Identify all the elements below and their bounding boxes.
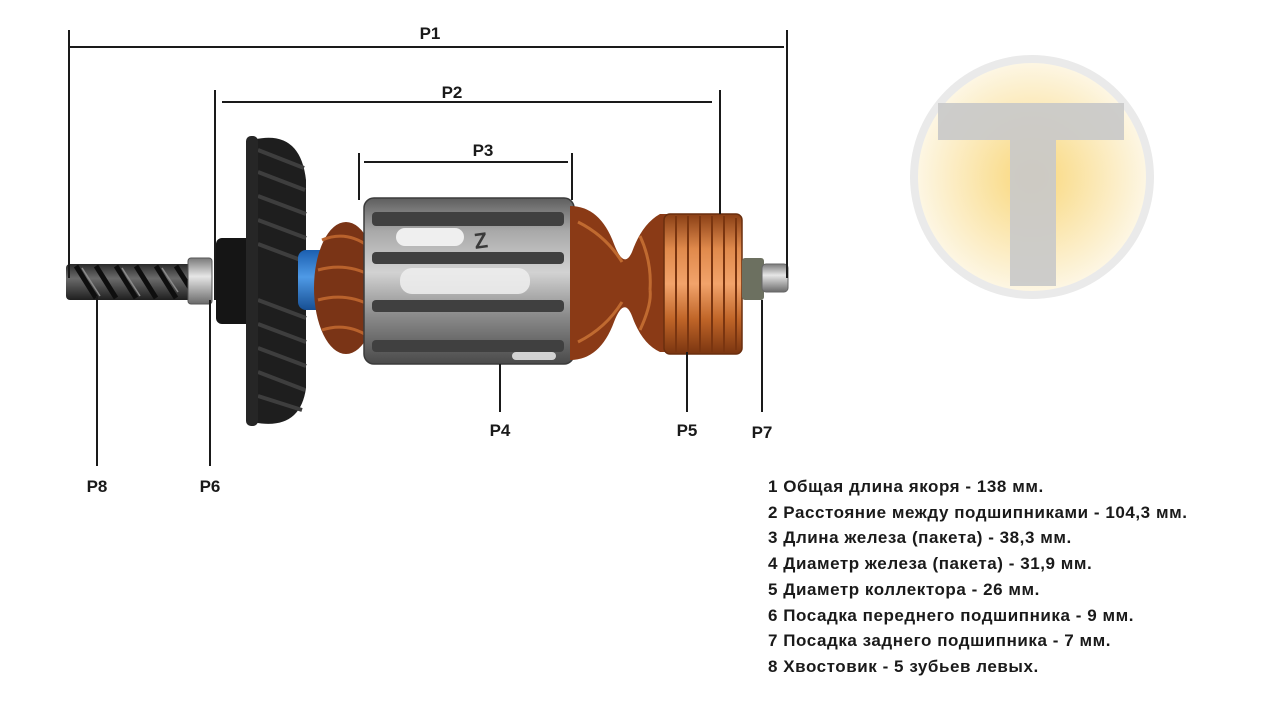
label-p1: P1 bbox=[420, 24, 441, 43]
specification-list: 1 Общая длина якоря - 138 мм. 2 Расстоян… bbox=[768, 474, 1273, 680]
spec-item-2: 2 Расстояние между подшипниками - 104,3 … bbox=[768, 502, 1188, 522]
rear-bearing bbox=[742, 258, 764, 300]
label-p5: P5 bbox=[677, 421, 698, 440]
rear-winding bbox=[570, 206, 672, 360]
spec-item-7: 7 Посадка заднего подшипника - 7 мм. bbox=[768, 631, 1112, 651]
spec-item-6: 6 Посадка переднего подшипника - 9 мм. bbox=[768, 605, 1135, 625]
fan bbox=[246, 136, 307, 426]
label-p2: P2 bbox=[442, 83, 463, 102]
armature: Z bbox=[66, 136, 789, 426]
spec-item-4: 4 Диаметр железа (пакета) - 31,9 мм. bbox=[768, 554, 1093, 574]
front-winding bbox=[314, 222, 378, 354]
spec-item-1: 1 Общая длина якоря - 138 мм. bbox=[768, 477, 1044, 496]
label-p4: P4 bbox=[490, 421, 511, 440]
commutator bbox=[663, 213, 743, 355]
label-p3: P3 bbox=[473, 141, 494, 160]
shaft-end bbox=[761, 263, 789, 293]
spec-item-5: 5 Диаметр коллектора - 26 мм. bbox=[768, 579, 1040, 599]
svg-text:Z: Z bbox=[472, 227, 489, 254]
label-p8: P8 bbox=[87, 477, 108, 496]
front-bearing bbox=[187, 257, 213, 305]
iron-stack: Z bbox=[363, 197, 575, 365]
label-p7: P7 bbox=[752, 423, 773, 442]
dimension-lines bbox=[68, 30, 788, 466]
logo bbox=[910, 55, 1154, 299]
spec-item-8: 8 Хвостовик - 5 зубьев левых. bbox=[768, 656, 1039, 676]
spec-item-3: 3 Длина железа (пакета) - 38,3 мм. bbox=[768, 528, 1072, 548]
logo-letter-t-icon bbox=[938, 103, 1124, 286]
label-p6: P6 bbox=[200, 477, 221, 496]
shank bbox=[66, 264, 193, 300]
